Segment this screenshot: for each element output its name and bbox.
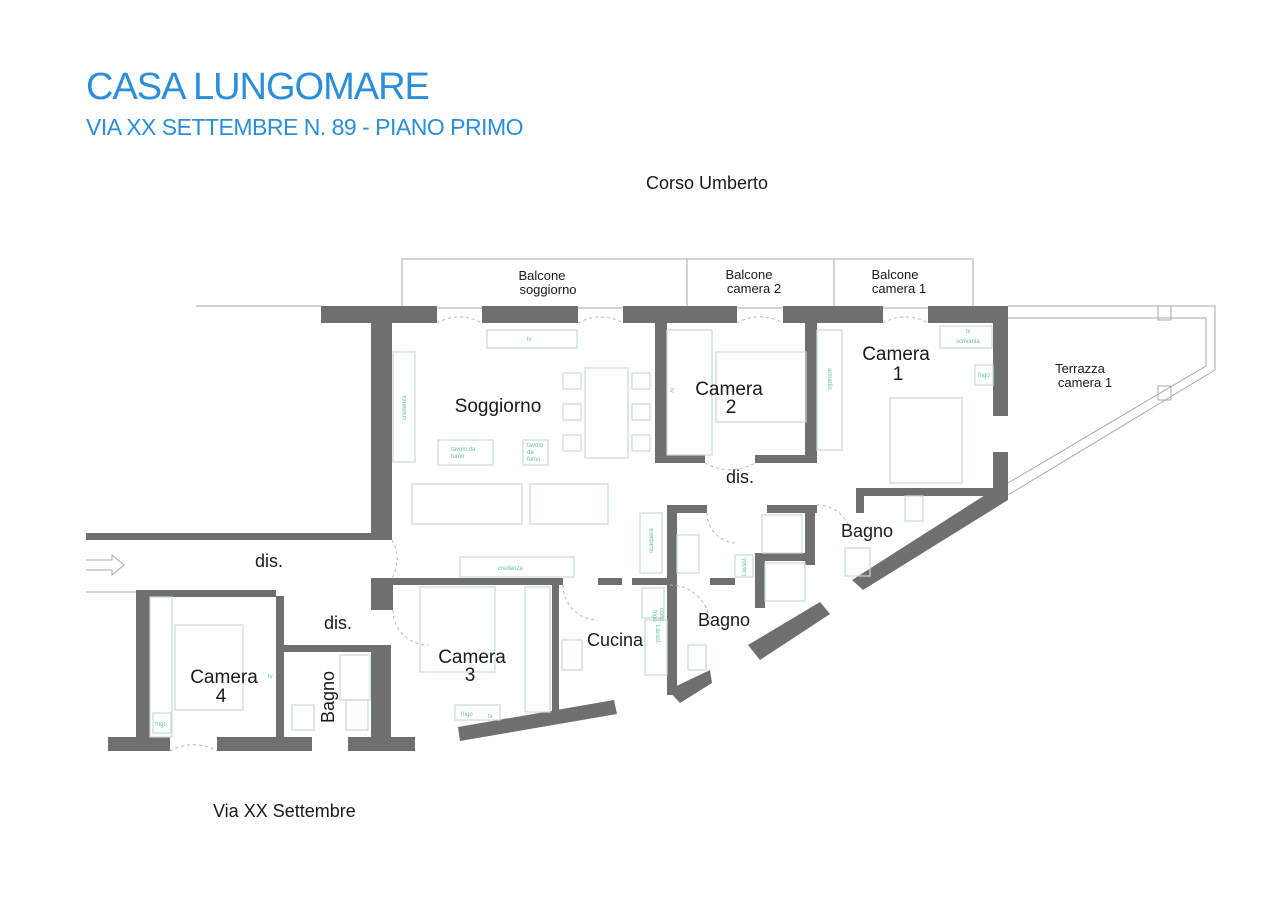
soggiorno-label: Soggiorno — [455, 396, 542, 417]
furniture-label: scarpiera — [649, 528, 655, 553]
street-label-top: Corso Umberto — [646, 173, 769, 193]
door-swings — [169, 316, 929, 752]
room-labels: Balcone soggiorno Balcone camera 2 Balco… — [190, 267, 1112, 723]
furniture-label: scrivania — [956, 339, 980, 345]
camera1-label: Camera — [862, 344, 930, 365]
terrazza-label: camera 1 — [1058, 375, 1112, 390]
balcone-soggiorno-label: Balcone — [519, 268, 566, 283]
furniture-label: tv — [488, 714, 493, 720]
furniture-label: frigo — [155, 722, 167, 728]
camera4-label: Camera — [190, 667, 258, 688]
furniture-label: Lavast. — [654, 625, 660, 645]
camera3-label: 3 — [465, 665, 476, 686]
bagno-label: Bagno — [841, 521, 893, 541]
camera2-label: 2 — [726, 397, 737, 418]
cucina-label: Cucina — [587, 630, 644, 650]
furniture-label: frigo — [461, 712, 473, 718]
furniture-label: tavolo — [527, 443, 544, 449]
walls — [86, 306, 1008, 751]
camera2-label: Camera — [695, 379, 763, 400]
camera1-label: 1 — [893, 364, 904, 385]
thin-outlines — [86, 258, 1216, 593]
dis-label: dis. — [255, 551, 283, 571]
dis-label: dis. — [726, 467, 754, 487]
furniture-label: tv — [966, 329, 971, 335]
balcone-camera2-label: Balcone — [726, 267, 773, 282]
furniture-label: tv — [527, 337, 532, 343]
furniture — [149, 325, 994, 738]
dis-label: dis. — [324, 613, 352, 633]
camera4-label: 4 — [216, 686, 227, 707]
terrazza-label: Terrazza — [1055, 361, 1106, 376]
bagno-label: Bagno — [698, 610, 750, 630]
furniture-labels: tv credenza tavolo da fumo tavolo da fum… — [155, 329, 990, 728]
furniture-label: tv — [268, 674, 273, 680]
street-label-bottom: Via XX Settembre — [213, 801, 356, 821]
furniture-label: cong. — [658, 608, 664, 623]
furniture-label: tv — [668, 388, 674, 393]
furniture-label: fumo — [451, 454, 465, 460]
balcone-camera1-label: Balcone — [872, 267, 919, 282]
furniture-label: credenza — [498, 566, 523, 572]
furniture-label: credenza — [402, 395, 408, 420]
furniture-label: frigo — [978, 373, 990, 379]
balcone-soggiorno-label: soggiorno — [519, 282, 576, 297]
balcone-camera1-label: camera 1 — [872, 281, 926, 296]
camera3-label: Camera — [438, 647, 506, 668]
bagno-label: Bagno — [318, 671, 338, 723]
plan-title: CASA LUNGOMARE — [86, 66, 430, 108]
plan-subtitle: VIA XX SETTEMBRE N. 89 - PIANO PRIMO — [86, 114, 524, 140]
furniture-label: frigo — [651, 610, 657, 622]
furniture-label: fumo — [527, 457, 541, 463]
furniture-label: tavolo da — [451, 447, 476, 453]
balcone-camera2-label: camera 2 — [727, 281, 781, 296]
furniture-label: da — [527, 450, 534, 456]
furniture-label: armadio — [826, 368, 832, 390]
furniture-label: Lavast. — [742, 556, 748, 576]
